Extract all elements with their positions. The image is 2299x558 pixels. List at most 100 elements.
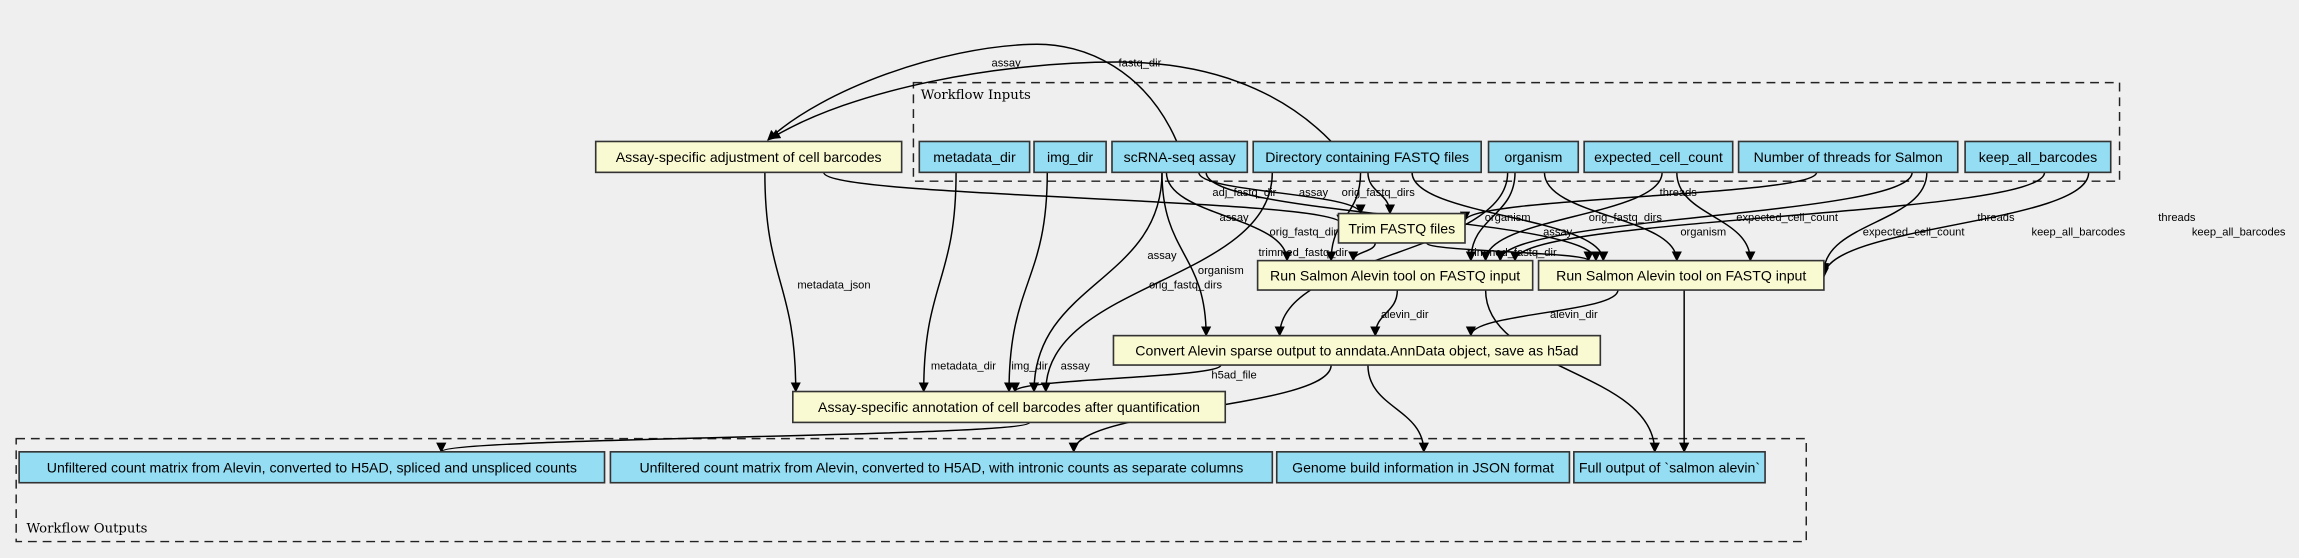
edge-scrna-to-trim: [1198, 172, 1366, 215]
node-label: Number of threads for Salmon: [1754, 149, 1943, 165]
nodes-layer: Assay-specific adjustment of cell barcod…: [18, 140, 2112, 484]
workflow-inputs-title: Workflow Inputs: [921, 88, 1031, 103]
edges-layer: assay fastq_dir adj_fastq_dir metadata_json…: [436, 43, 2286, 453]
edge-label: assay: [1299, 187, 1329, 199]
edge-label: alevin_dir: [1550, 309, 1598, 321]
node-label: Run Salmon Alevin tool on FASTQ input: [1270, 267, 1520, 283]
node-label: Full output of `salmon alevin`: [1579, 459, 1760, 475]
node-organism[interactable]: organism: [1487, 140, 1580, 174]
workflow-inputs-cluster: Workflow Inputs: [912, 81, 2121, 182]
node-label: Convert Alevin sparse output to anndata.…: [1135, 342, 1578, 358]
node-label: Unfiltered count matrix from Alevin, con…: [47, 459, 577, 475]
edge-label: assay: [1543, 227, 1573, 239]
edge-organism-to-convert: [1274, 172, 1509, 337]
edge-label: adj_fastq_dir: [1212, 187, 1276, 199]
edge-trim-to-run1: [1348, 242, 1377, 262]
node-scrna[interactable]: scRNA-seq assay: [1111, 140, 1249, 174]
edge-label: assay: [992, 57, 1022, 69]
edge-fastq-to-trim: [1367, 172, 1396, 215]
node-label: Assay-specific adjustment of cell barcod…: [616, 149, 882, 165]
edge-ecc-to-run1: [1480, 172, 1663, 262]
edge-label: img_dir: [1011, 360, 1048, 372]
edge-label: assay: [1061, 360, 1091, 372]
edge-scrna-to-annot: [1028, 172, 1163, 393]
node-img_dir[interactable]: img_dir: [1033, 140, 1107, 174]
edge-fastq-to-adj: [769, 61, 1332, 142]
edge-label: organism: [1485, 212, 1531, 224]
node-annot[interactable]: Assay-specific annotation of cell barcod…: [792, 390, 1227, 424]
edge-trim-to-run2: [1426, 242, 1594, 262]
node-label: img_dir: [1047, 149, 1094, 165]
node-keep[interactable]: keep_all_barcodes: [1964, 140, 2112, 174]
edge-convert-to-annot: [1009, 364, 1222, 393]
node-out2[interactable]: Unfiltered count matrix from Alevin, con…: [609, 451, 1274, 484]
node-label: scRNA-seq assay: [1124, 149, 1237, 165]
edge-ecc-to-run2: [1676, 172, 1756, 262]
node-out1[interactable]: Unfiltered count matrix from Alevin, con…: [18, 451, 606, 484]
edge-convert-to-genome: [1367, 365, 1429, 453]
edge-label: expected_cell_count: [1736, 212, 1839, 224]
edge-label: trimmed_fastq_dir: [1467, 247, 1557, 259]
edge-label: keep_all_barcodes: [2192, 227, 2286, 239]
edge-label: assay: [1147, 250, 1177, 262]
node-label: organism: [1504, 149, 1562, 165]
edge-keep-to-run1: [1509, 172, 2046, 262]
edge-label: alevin_dir: [1381, 309, 1429, 321]
edge-metadata_dir-to-annot: [918, 172, 957, 393]
node-adj[interactable]: Assay-specific adjustment of cell barcod…: [594, 140, 903, 174]
node-threads[interactable]: Number of threads for Salmon: [1737, 140, 1959, 174]
node-label: Trim FASTQ files: [1348, 220, 1455, 236]
edge-label: orig_fastq_dirs: [1270, 227, 1344, 239]
node-trim[interactable]: Trim FASTQ files: [1337, 212, 1466, 244]
edge-adj-to-annot: [764, 172, 801, 393]
node-label: Run Salmon Alevin tool on FASTQ input: [1556, 267, 1806, 283]
edge-label: trimmed_fastq_dir: [1259, 247, 1349, 259]
edge-organism-to-run1: [1465, 172, 1516, 262]
edge-scrna-to-convert: [1161, 172, 1212, 337]
edge-label: assay: [1219, 212, 1249, 224]
node-label: Unfiltered count matrix from Alevin, con…: [639, 459, 1243, 475]
edge-fastq-to-annot: [1040, 172, 1274, 393]
node-label: keep_all_barcodes: [1979, 149, 2097, 165]
node-full[interactable]: Full output of `salmon alevin`: [1573, 451, 1766, 484]
edge-label: organism: [1680, 227, 1726, 239]
edge-keep-to-run2: [1818, 172, 2090, 278]
edge-fastq-to-run2: [1411, 172, 1609, 262]
edge-label: metadata_json: [797, 280, 870, 292]
workflow-outputs-cluster: Workflow Outputs: [15, 437, 1807, 543]
edge-label: orig_fastq_dirs: [1342, 187, 1416, 199]
node-label: metadata_dir: [933, 149, 1016, 165]
edge-threads-to-run1: [1495, 172, 1913, 262]
edge-label: keep_all_barcodes: [2032, 227, 2126, 239]
edge-adj-to-trim: [822, 171, 1347, 225]
edge-organism-to-run2: [1543, 172, 1682, 262]
node-label: Genome build information in JSON format: [1292, 459, 1554, 475]
node-run2[interactable]: Run Salmon Alevin tool on FASTQ input: [1537, 259, 1825, 291]
node-label: expected_cell_count: [1594, 149, 1723, 165]
node-run1[interactable]: Run Salmon Alevin tool on FASTQ input: [1256, 259, 1534, 291]
node-convert[interactable]: Convert Alevin sparse output to anndata.…: [1112, 334, 1602, 366]
edge-label: fastq_dir: [1119, 57, 1162, 69]
edge-label: h5ad_file: [1211, 369, 1256, 381]
edge-scrna-to-adj: [767, 43, 1178, 142]
edge-label: orig_fastq_dirs: [1149, 280, 1223, 292]
workflow-outputs-title: Workflow Outputs: [26, 522, 147, 537]
edge-threads-to-run2: [1818, 172, 1928, 274]
node-genome[interactable]: Genome build information in JSON format: [1275, 451, 1571, 484]
edge-img_dir-to-annot: [1003, 172, 1049, 393]
edge-label: threads: [1660, 187, 1698, 199]
edge-run2-to-convert: [1465, 289, 1619, 337]
node-metadata_dir[interactable]: metadata_dir: [918, 140, 1031, 174]
edge-annot-to-out1: [436, 421, 1031, 453]
node-label: Assay-specific annotation of cell barcod…: [818, 399, 1200, 415]
edge-run1-to-convert: [1370, 290, 1399, 337]
edge-label: organism: [1198, 265, 1244, 277]
edge-scrna-to-run1: [1165, 172, 1293, 262]
node-fastq[interactable]: Directory containing FASTQ files: [1252, 140, 1482, 174]
node-ecc[interactable]: expected_cell_count: [1583, 140, 1734, 174]
node-label: Directory containing FASTQ files: [1265, 149, 1469, 165]
edge-run1-to-full: [1484, 290, 1660, 453]
edge-label: threads: [2158, 212, 2196, 224]
edge-label: metadata_dir: [931, 360, 996, 372]
